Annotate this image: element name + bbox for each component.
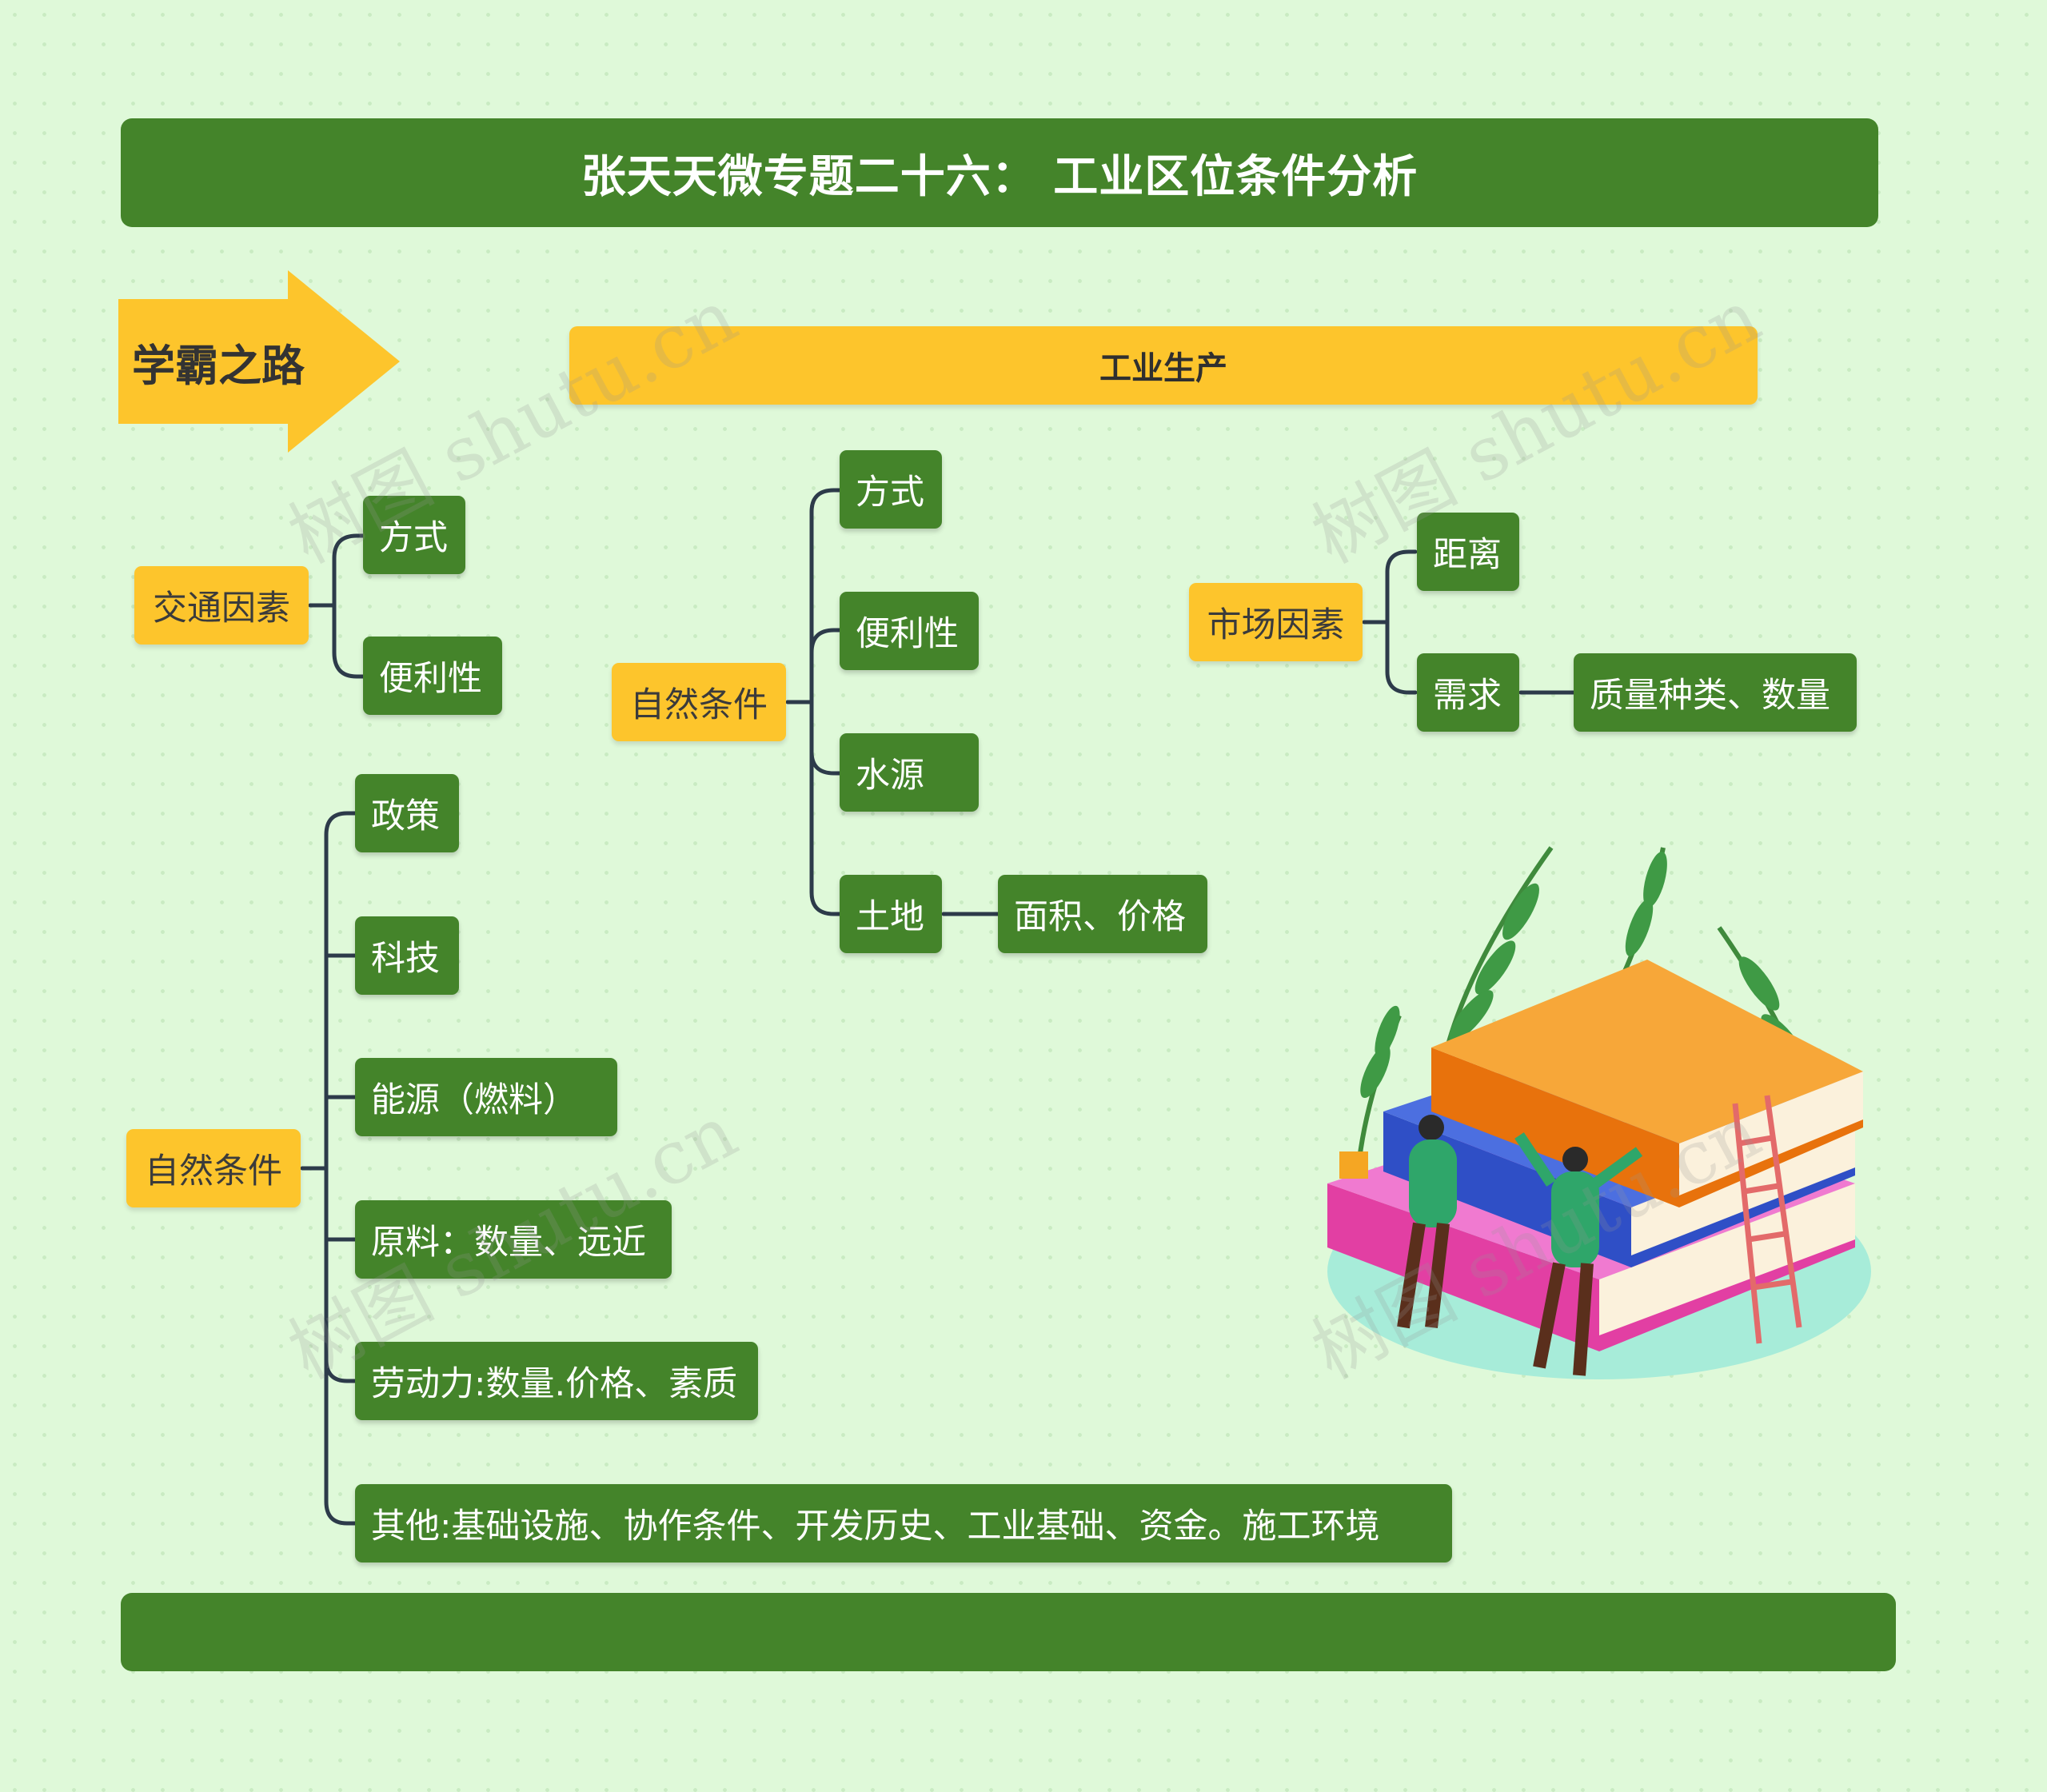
node-label: 面积、价格: [1014, 897, 1186, 937]
node-center-convenience[interactable]: 便利性: [840, 592, 979, 670]
node-raw-material[interactable]: 原料：数量、远近: [355, 1200, 672, 1279]
connector-natural-left: [300, 811, 357, 1526]
node-label: 原料：数量、远近: [371, 1223, 646, 1263]
title-bar: 张天天微专题二十六： 工业区位条件分析: [121, 118, 1878, 227]
node-demand-detail[interactable]: 质量种类、数量: [1574, 653, 1857, 732]
node-label: 质量种类、数量: [1590, 676, 1830, 716]
node-other[interactable]: 其他:基础设施、协作条件、开发历史、工业基础、资金。施工环境: [355, 1484, 1452, 1563]
node-label: 方式: [379, 518, 448, 558]
node-transport[interactable]: 交通因素: [134, 566, 309, 645]
node-label: 能源（燃料）: [371, 1080, 577, 1120]
node-natural-center-label: 自然条件: [630, 685, 768, 725]
node-policy[interactable]: 政策: [355, 774, 459, 852]
node-label: 需求: [1433, 676, 1502, 716]
node-center-land[interactable]: 土地: [840, 875, 942, 953]
node-market-distance[interactable]: 距离: [1417, 513, 1519, 591]
footer-bar: [121, 1593, 1896, 1671]
node-market-label: 市场因素: [1207, 605, 1345, 645]
arrow-shape: [118, 270, 400, 453]
connector-natural-center: [785, 488, 842, 916]
node-label: 水源: [856, 756, 924, 796]
tag-label: 学霸之路: [132, 340, 305, 391]
tag-arrow: 学霸之路: [118, 270, 400, 453]
node-labor[interactable]: 劳动力:数量.价格、素质: [355, 1342, 758, 1420]
books-illustration: [1327, 846, 1871, 1379]
banner-label: 工业生产: [1099, 350, 1227, 387]
connector-market: [1362, 549, 1418, 695]
node-center-water[interactable]: 水源: [840, 733, 979, 812]
node-energy[interactable]: 能源（燃料）: [355, 1058, 617, 1136]
node-natural-left[interactable]: 自然条件: [126, 1129, 301, 1207]
node-transport-label: 交通因素: [153, 589, 290, 629]
connector-transport: [308, 533, 365, 679]
node-transport-mode[interactable]: 方式: [363, 496, 465, 574]
node-label: 便利性: [379, 659, 482, 699]
node-land-detail[interactable]: 面积、价格: [998, 875, 1207, 953]
page-title: 张天天微专题二十六： 工业区位条件分析: [581, 150, 1419, 203]
node-market[interactable]: 市场因素: [1189, 583, 1363, 661]
node-natural-left-label: 自然条件: [145, 1151, 282, 1191]
node-technology[interactable]: 科技: [355, 916, 459, 995]
node-label: 政策: [371, 796, 440, 836]
node-label: 土地: [856, 897, 924, 937]
node-label: 劳动力:数量.价格、素质: [371, 1364, 738, 1404]
node-market-demand[interactable]: 需求: [1417, 653, 1519, 732]
node-label: 科技: [371, 939, 440, 979]
node-label: 方式: [856, 473, 924, 513]
watermark: 树图 shutu.cn: [1299, 273, 1774, 581]
node-center-mode[interactable]: 方式: [840, 450, 942, 529]
node-label: 便利性: [856, 614, 959, 654]
node-natural-center[interactable]: 自然条件: [612, 663, 786, 741]
banner-industrial-production: 工业生产: [569, 326, 1758, 405]
node-label: 其他:基础设施、协作条件、开发历史、工业基础、资金。施工环境: [371, 1507, 1380, 1547]
node-transport-convenience[interactable]: 便利性: [363, 637, 502, 715]
node-label: 距离: [1433, 535, 1502, 575]
